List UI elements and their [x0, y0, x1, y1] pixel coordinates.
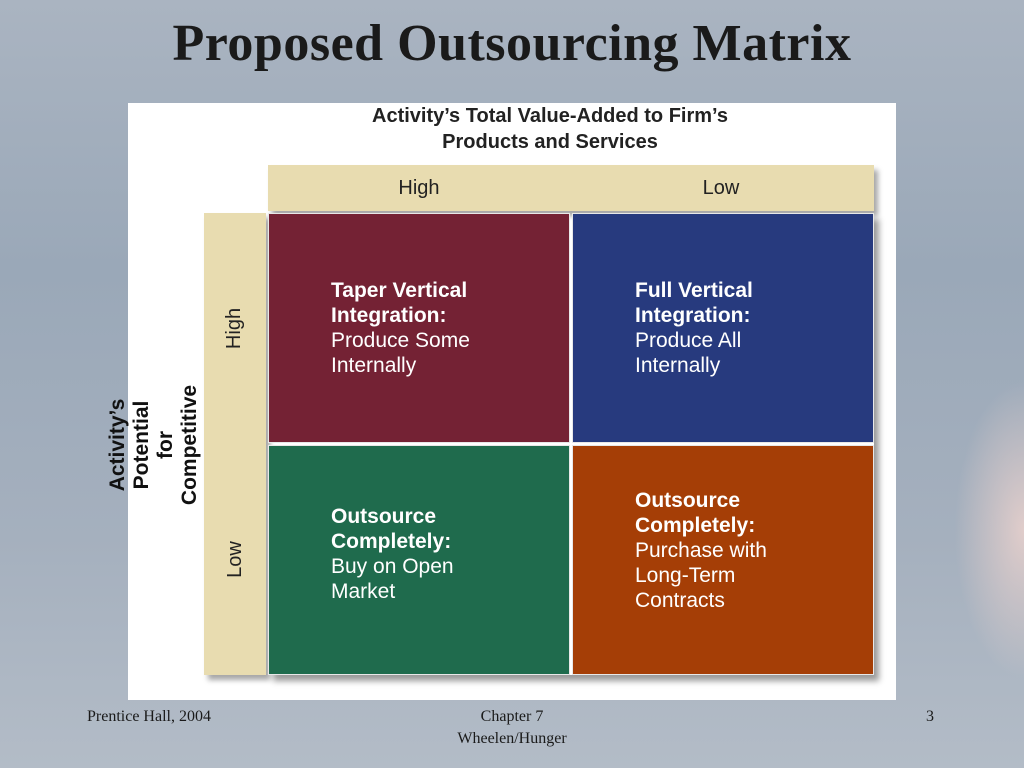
cell-body: Buy on Open Market: [331, 555, 454, 603]
cell-taper-vertical-integration: Taper Vertical Integration: Produce Some…: [268, 213, 570, 443]
cell-body: Purchase with Long-Term Contracts: [635, 539, 767, 612]
cell-title: Outsource Completely:: [331, 505, 452, 553]
cell-outsource-long-term-contracts: Outsource Completely: Purchase with Long…: [572, 445, 874, 675]
row-label-high: High: [223, 307, 246, 349]
column-header-band: High Low: [268, 165, 874, 211]
column-axis-heading: Activity’s Total Value-Added to Firm’s P…: [372, 105, 728, 153]
column-label-low: Low: [702, 177, 740, 199]
row-axis-heading: Activity’s Potential for Competitive Adv…: [106, 384, 225, 506]
column-label-high: High: [398, 177, 440, 199]
cell-outsource-open-market: Outsource Completely: Buy on Open Market: [268, 445, 570, 675]
row-header-band: High Low: [204, 213, 266, 675]
footer-page-number: 3: [926, 708, 934, 725]
row-label-low: Low: [223, 540, 246, 578]
cell-title: Outsource Completely:: [635, 489, 756, 537]
background-glow: [954, 380, 1024, 680]
matrix-panel: Activity’s Total Value-Added to Firm’s P…: [106, 103, 896, 700]
cell-body: Produce All Internally: [635, 329, 742, 377]
cell-title: Full Vertical Integration:: [635, 279, 753, 327]
slide-title: Proposed Outsourcing Matrix: [172, 15, 852, 72]
footer-publisher: Prentice Hall, 2004: [87, 708, 211, 725]
cell-body: Produce Some Internally: [331, 329, 470, 377]
footer-chapter: Chapter 7 Wheelen/Hunger: [457, 708, 567, 747]
matrix-grid: Taper Vertical Integration: Produce Some…: [268, 213, 874, 675]
cell-full-vertical-integration: Full Vertical Integration: Produce All I…: [572, 213, 874, 443]
cell-title: Taper Vertical Integration:: [331, 279, 468, 327]
